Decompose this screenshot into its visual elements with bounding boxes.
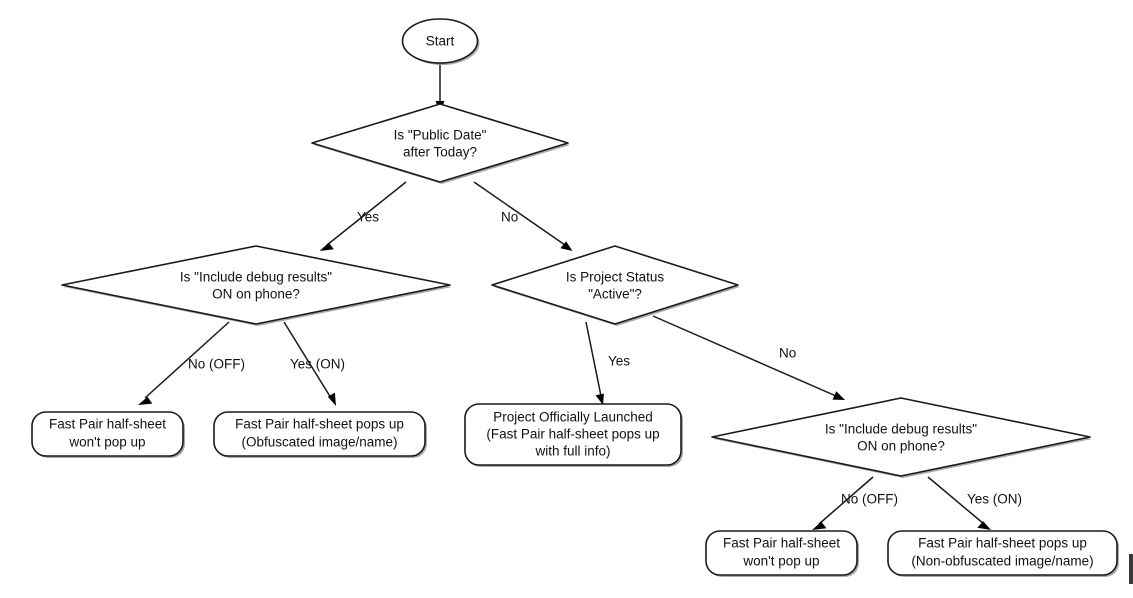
node-result-left-on-line1: Fast Pair half-sheet pops up [235,417,404,432]
edge-debug-right-off: No (OFF) [812,476,898,530]
edge-label-project-status-no: No [779,346,796,361]
node-result-launched[interactable]: Project Officially Launched (Fast Pair h… [464,403,683,467]
node-result-right-off[interactable]: Fast Pair half-sheet won't pop up [705,530,859,577]
edge-debug-right-on: Yes (ON) [927,476,1022,530]
node-decision-debug-right[interactable]: Is "Include debug results" ON on phone? [711,397,1092,478]
node-result-right-off-line1: Fast Pair half-sheet [723,536,840,551]
edge-label-debug-left-off: No (OFF) [188,357,245,372]
node-result-launched-line3: with full info) [534,444,610,459]
node-result-right-on-line1: Fast Pair half-sheet pops up [918,536,1087,551]
node-result-left-on[interactable]: Fast Pair half-sheet pops up (Obfuscated… [213,411,427,458]
edge-label-debug-right-on: Yes (ON) [967,492,1022,507]
node-start-label: Start [426,34,455,49]
node-decision-debug-right-line2: ON on phone? [857,439,945,454]
node-decision-debug-left-line1: Is "Include debug results" [180,270,332,285]
node-decision-project-status-line1: Is Project Status [566,270,665,285]
page-edge-artifact [1129,554,1133,584]
node-result-left-off-line2: won't pop up [68,435,145,450]
node-result-right-off-line2: won't pop up [742,554,819,569]
node-decision-public-date[interactable]: Is "Public Date" after Today? [311,103,570,184]
node-result-launched-line1: Project Officially Launched [493,410,653,425]
node-decision-public-date-line1: Is "Public Date" [394,128,487,143]
edge-debug-left-off: No (OFF) [138,321,245,405]
node-decision-project-status[interactable]: Is Project Status "Active"? [491,245,740,326]
edge-label-project-status-yes: Yes [608,354,630,369]
node-decision-project-status-line2: "Active"? [588,287,642,302]
node-result-right-on[interactable]: Fast Pair half-sheet pops up (Non-obfusc… [887,530,1119,577]
node-result-left-on-line2: (Obfuscated image/name) [241,435,397,450]
node-decision-debug-left[interactable]: Is "Include debug results" ON on phone? [61,245,452,326]
edge-label-public-date-yes: Yes [357,210,379,225]
node-result-launched-line2: (Fast Pair half-sheet pops up [486,427,659,442]
node-result-right-on-line2: (Non-obfuscated image/name) [911,554,1093,569]
node-start[interactable]: Start [401,18,480,65]
edge-project-status-yes: Yes [585,321,630,405]
edge-label-public-date-no: No [501,210,518,225]
edge-debug-left-on: Yes (ON) [283,321,345,406]
node-result-left-off[interactable]: Fast Pair half-sheet won't pop up [31,411,185,458]
node-decision-debug-left-line2: ON on phone? [212,287,300,302]
edge-label-debug-right-off: No (OFF) [841,492,898,507]
node-result-left-off-line1: Fast Pair half-sheet [49,417,166,432]
node-decision-debug-right-line1: Is "Include debug results" [825,422,977,437]
node-decision-public-date-line2: after Today? [403,145,477,160]
edge-public-date-no: No [473,181,573,251]
edge-public-date-yes: Yes [319,181,407,251]
edge-label-debug-left-on: Yes (ON) [290,357,345,372]
edge-project-status-no: No [652,315,845,400]
